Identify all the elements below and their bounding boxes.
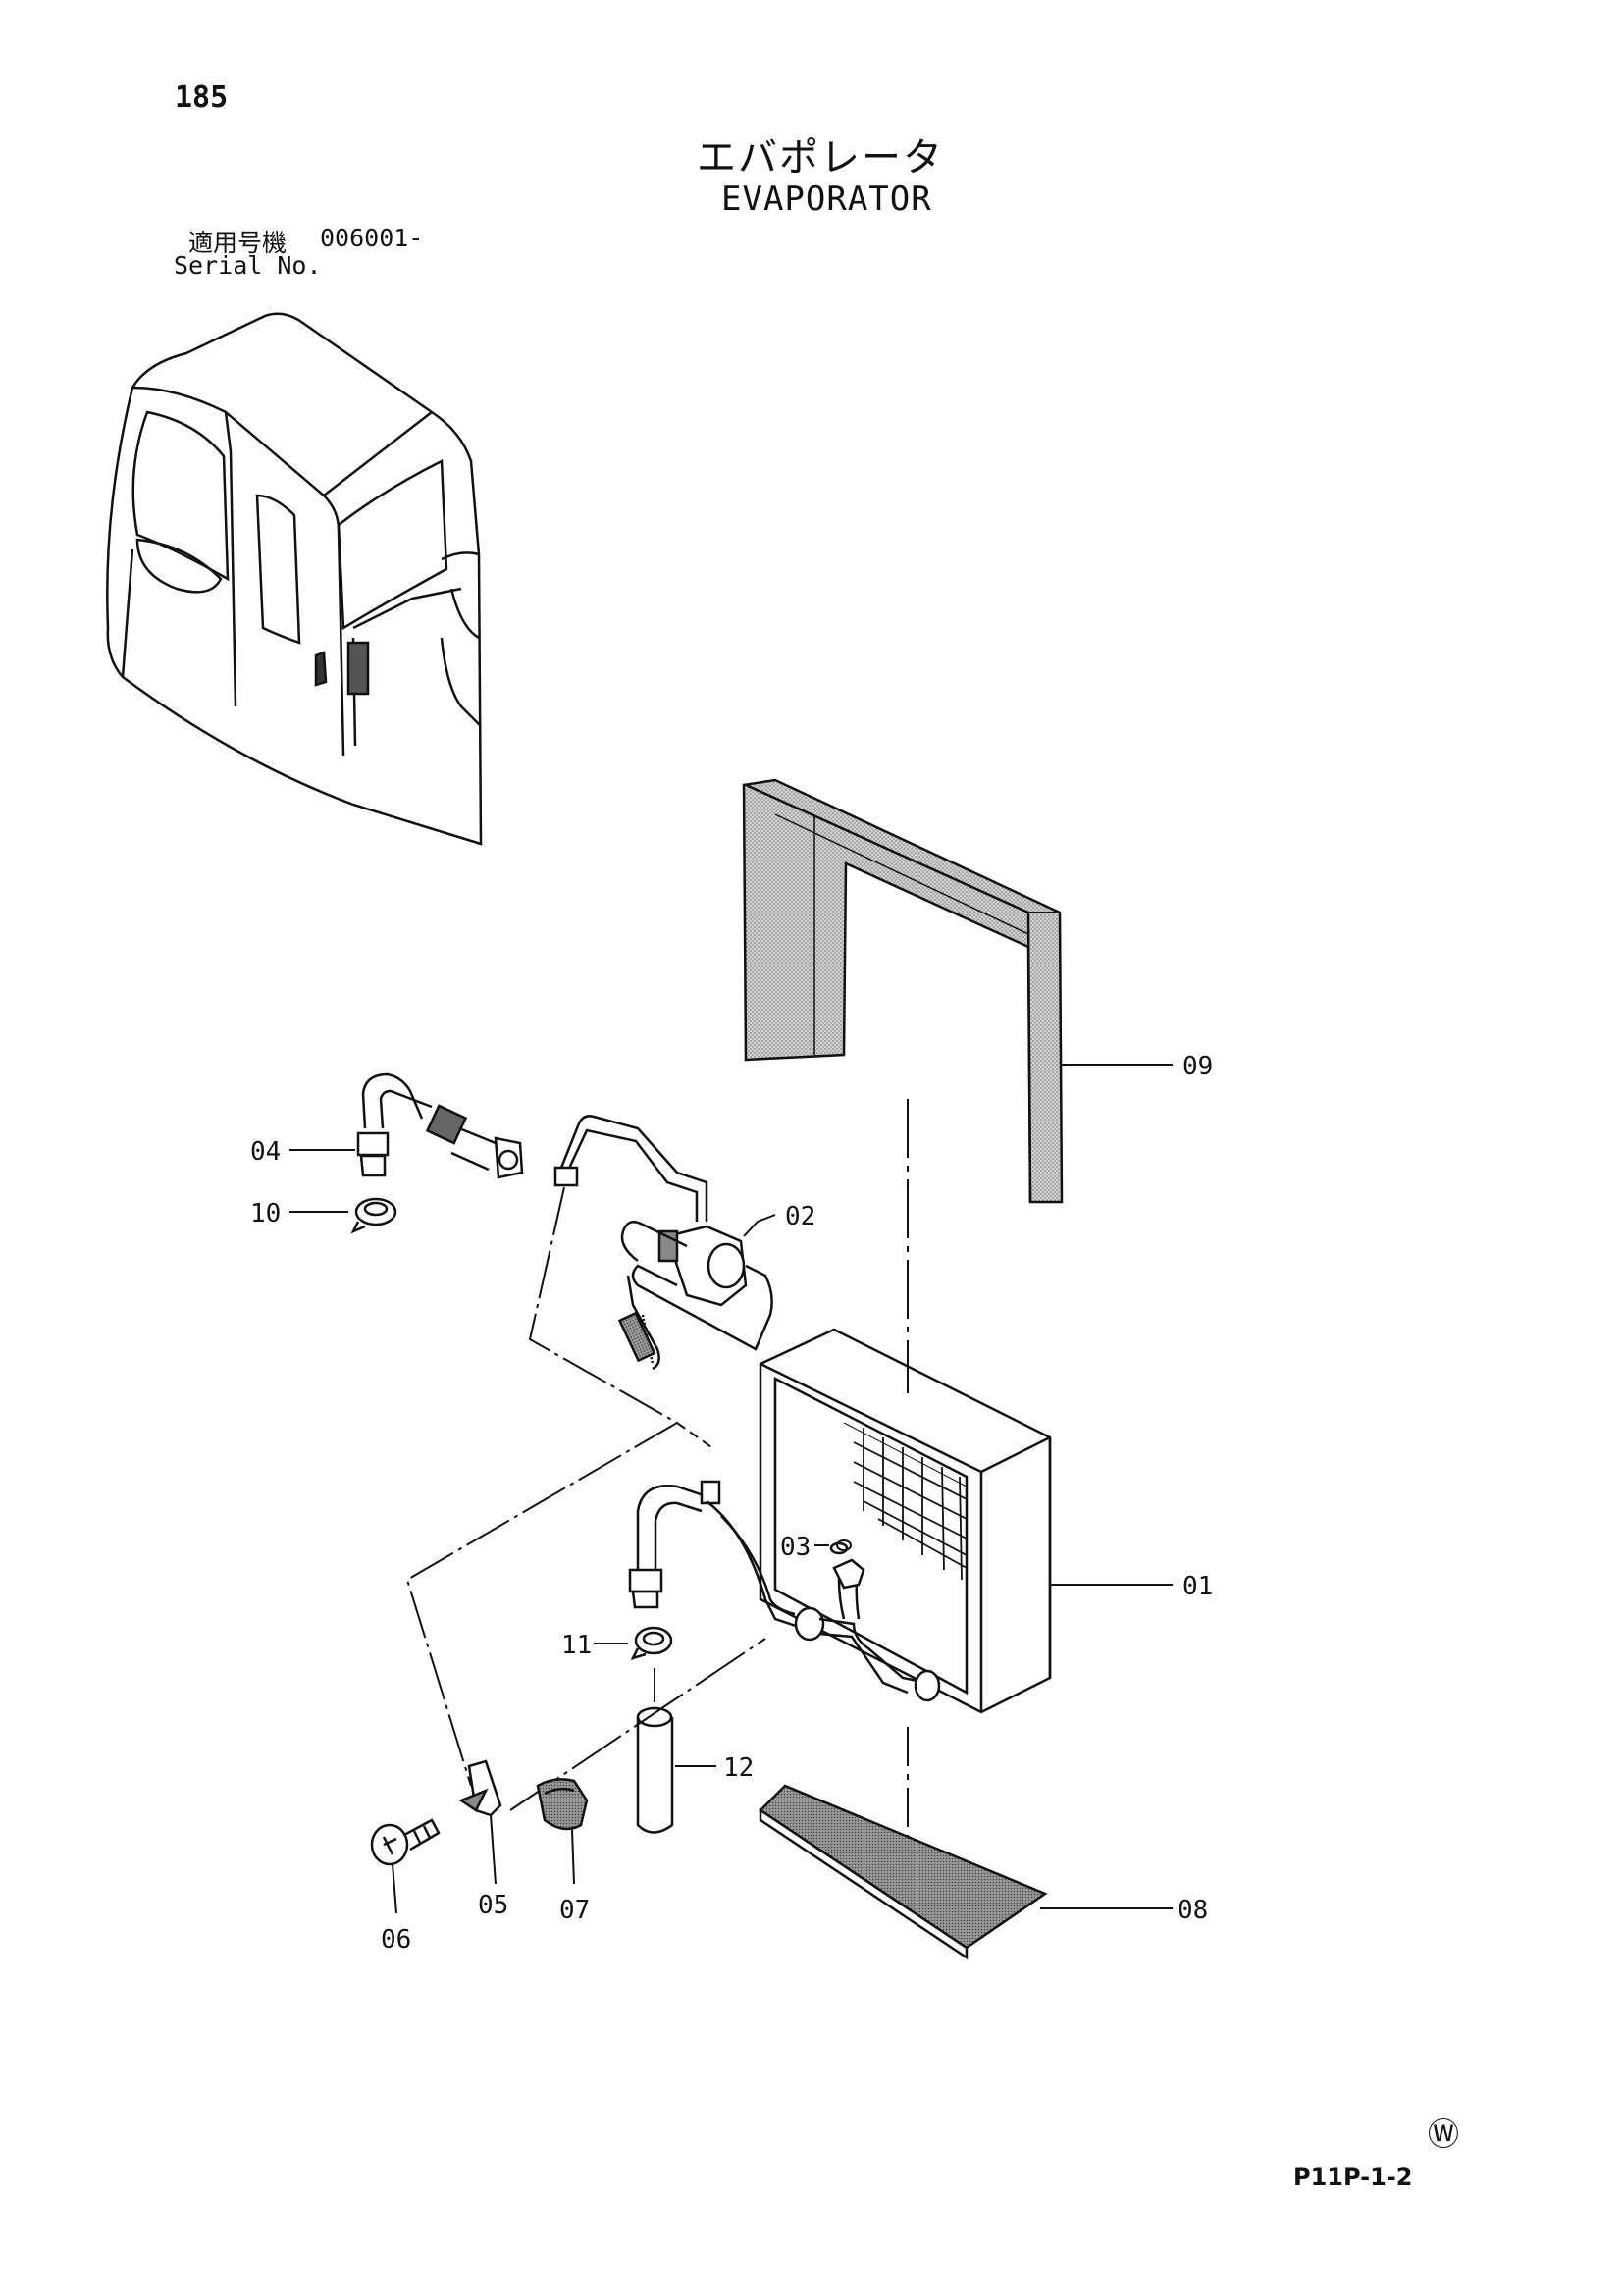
serial-label-japanese: 適用号機	[188, 229, 288, 257]
evaporator-outlet-pipe	[628, 1480, 941, 1702]
part-10-oring	[350, 1197, 397, 1234]
serial-label-english: Serial No.	[174, 251, 322, 280]
part-06-bolt	[370, 1818, 441, 1866]
title-japanese: エバポレータ	[697, 135, 944, 181]
part-11-oring	[630, 1626, 673, 1661]
part-02-expansion-valve	[553, 1115, 773, 1371]
callout-12: 12	[723, 1753, 754, 1783]
cab-illustration	[106, 312, 483, 846]
part-04-pipe	[356, 1072, 524, 1179]
part-03-plug	[836, 1539, 852, 1551]
part-07-cover	[536, 1778, 589, 1831]
callout-05: 05	[478, 1891, 508, 1920]
callout-09: 09	[1182, 1052, 1213, 1081]
part-05-clamp	[458, 1759, 502, 1817]
callout-03: 03	[780, 1533, 811, 1562]
callout-11: 11	[561, 1631, 592, 1660]
part-12-tube	[636, 1668, 674, 1834]
callout-07: 07	[559, 1896, 590, 1925]
diagram-code: P11P-1-2	[1293, 2164, 1413, 2191]
mark-symbol: Ⓦ	[1428, 2115, 1460, 2153]
page-number: 185	[175, 80, 229, 115]
serial-value: 006001-	[320, 224, 424, 252]
callout-02: 02	[785, 1202, 815, 1231]
part-08-filter	[759, 1784, 1048, 1960]
title-english: EVAPORATOR	[721, 180, 932, 219]
part-01-evaporator	[759, 1328, 1052, 1714]
part-09-seal	[742, 778, 1064, 1204]
callout-10: 10	[250, 1199, 281, 1228]
callout-06: 06	[381, 1925, 411, 1955]
callout-04: 04	[250, 1137, 281, 1167]
callout-08: 08	[1178, 1896, 1208, 1925]
callout-01: 01	[1182, 1572, 1213, 1601]
